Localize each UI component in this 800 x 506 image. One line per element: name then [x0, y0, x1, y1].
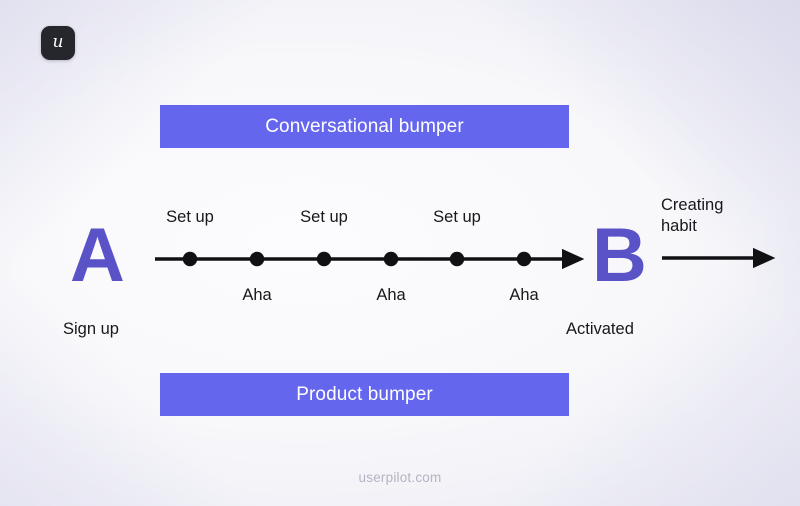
creating-habit-line-1: Creating: [661, 196, 724, 214]
stage-letter-a: A: [70, 213, 125, 298]
stage-letter-b: B: [592, 213, 647, 298]
timeline-dot: [516, 251, 532, 267]
product-bumper-label: Product bumper: [296, 383, 433, 405]
timeline-label-set-up-5: Set up: [433, 208, 481, 226]
footer-url: userpilot.com: [358, 470, 442, 485]
stage-caption-sign-up: Sign up: [63, 320, 119, 338]
timeline-label-aha-6: Aha: [509, 286, 539, 304]
creating-habit-line-2: habit: [661, 217, 697, 236]
timeline-dot: [449, 251, 465, 267]
timeline-label-set-up-3: Set up: [300, 208, 348, 226]
conversational-bumper-label: Conversational bumper: [265, 115, 464, 137]
timeline-dot: [316, 251, 332, 267]
conversational-bumper-bar: Conversational bumper: [160, 105, 569, 148]
userpilot-logo: u: [41, 26, 75, 60]
timeline-dot: [182, 251, 198, 267]
timeline-label-aha-2: Aha: [242, 286, 272, 304]
stage-caption-activated: Activated: [566, 320, 634, 338]
timeline-label-aha-4: Aha: [376, 286, 406, 304]
logo-u-icon: u: [52, 31, 64, 52]
timeline-dot: [383, 251, 399, 267]
timeline-dot: [249, 251, 265, 267]
timeline-dot-group: [182, 251, 532, 267]
product-bumper-bar: Product bumper: [160, 373, 569, 416]
timeline-label-set-up-1: Set up: [166, 208, 214, 226]
creating-habit-label: Creating habit: [661, 195, 771, 237]
